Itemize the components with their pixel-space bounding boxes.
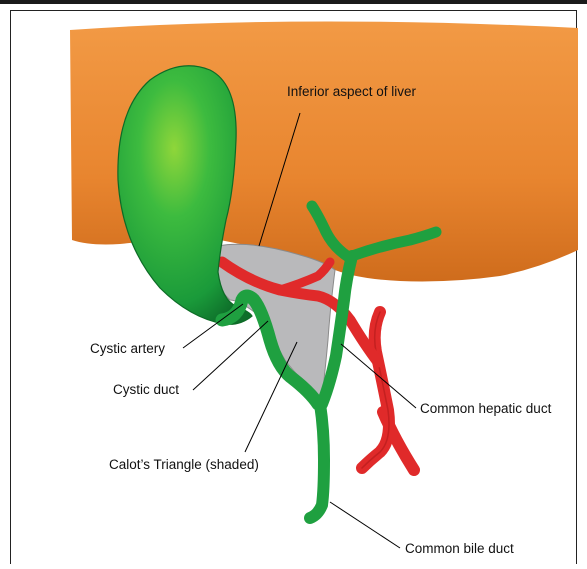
leader-cystic-duct: [193, 321, 268, 390]
label-inferior-aspect-liver: Inferior aspect of liver: [287, 84, 417, 99]
label-cystic-duct: Cystic duct: [113, 382, 179, 397]
label-common-bile-duct: Common bile duct: [405, 541, 514, 556]
label-cystic-artery: Cystic artery: [90, 341, 165, 356]
leader-bile-duct: [330, 502, 400, 548]
label-common-hepatic-duct: Common hepatic duct: [420, 401, 552, 416]
top-header-strip: [0, 0, 587, 4]
label-calot-triangle: Calot’s Triangle (shaded): [109, 457, 259, 472]
common-bile-duct: [310, 404, 324, 518]
